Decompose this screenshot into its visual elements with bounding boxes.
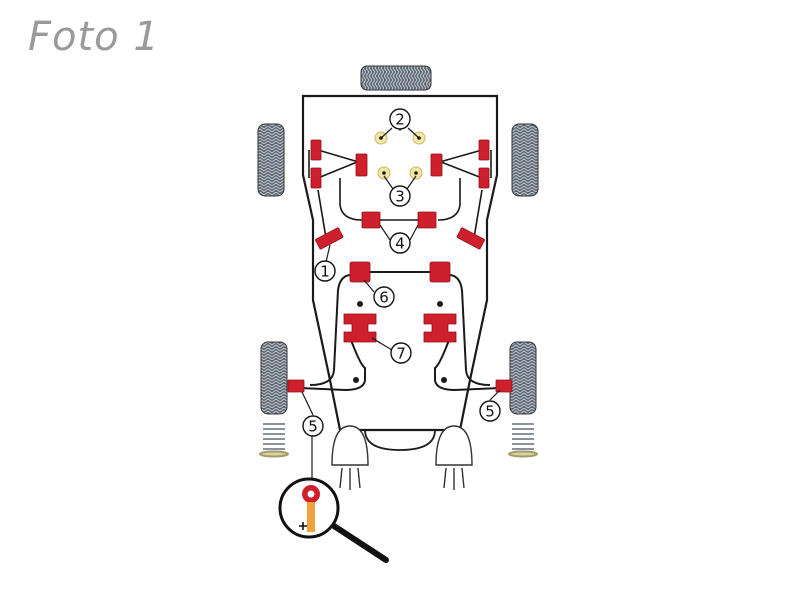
front-left-wheel-icon bbox=[257, 123, 285, 197]
callout-5-left: 5 bbox=[302, 415, 324, 437]
rear-right-wheel-icon bbox=[509, 341, 537, 415]
callout-4-label: 4 bbox=[395, 235, 405, 253]
page-title: Foto 1 bbox=[28, 14, 160, 60]
callout-6: 6 bbox=[373, 286, 395, 308]
rear-shock-absorber-icons bbox=[331, 425, 473, 490]
callout-leaders bbox=[301, 127, 501, 482]
front-right-wheel-icon bbox=[511, 123, 539, 197]
callout-3-label: 3 bbox=[395, 188, 405, 206]
front-bushings bbox=[310, 139, 490, 250]
callout-7: 7 bbox=[390, 342, 412, 364]
callout-2-label: 2 bbox=[395, 111, 405, 129]
rear-subframe bbox=[299, 271, 501, 451]
callout-2: 2 bbox=[389, 108, 411, 130]
rear-left-spring-icon bbox=[259, 423, 289, 458]
callout-6-label: 6 bbox=[379, 289, 389, 307]
rear-left-wheel-icon bbox=[260, 341, 288, 415]
front-suspension-links bbox=[308, 149, 492, 239]
spare-wheel-icon bbox=[360, 65, 432, 91]
callout-5-right-label: 5 bbox=[485, 403, 495, 421]
callout-7-label: 7 bbox=[396, 345, 406, 363]
callout-1-label: 1 bbox=[320, 263, 330, 281]
rear-bushings bbox=[287, 261, 513, 393]
callout-5-right: 5 bbox=[479, 400, 501, 422]
callout-5-left-label: 5 bbox=[308, 418, 318, 436]
callout-1: 1 bbox=[314, 260, 336, 282]
rear-right-spring-icon bbox=[508, 423, 538, 458]
engine-mount-bushings bbox=[374, 131, 426, 180]
magnifier-detail-icon bbox=[278, 477, 389, 563]
callout-3: 3 bbox=[389, 185, 411, 207]
callout-4: 4 bbox=[389, 232, 411, 254]
